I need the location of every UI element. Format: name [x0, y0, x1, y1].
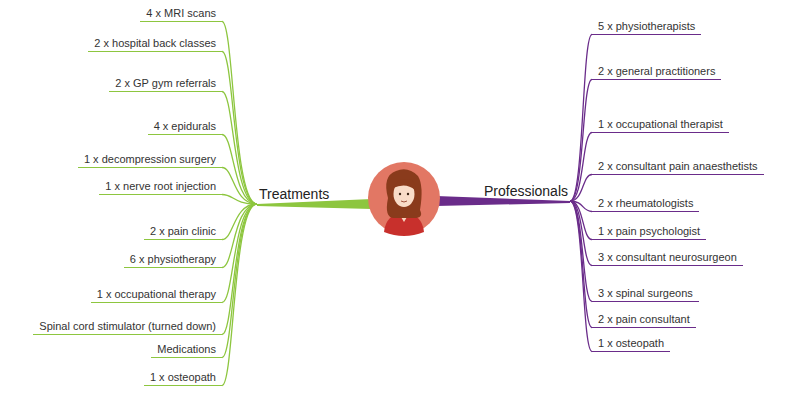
leaf-topic: 6 x physiotherapy [124, 252, 222, 268]
topic-text: 4 x epidurals [154, 120, 216, 132]
topic-text: Professionals [484, 183, 568, 199]
avatar-eye [407, 193, 409, 195]
topic-text: 1 x occupational therapy [97, 288, 216, 300]
topic-text: 3 x consultant neurosurgeon [598, 251, 737, 263]
leaf-topic: 2 x pain consultant [592, 312, 696, 328]
leaf-topic: 3 x consultant neurosurgeon [592, 250, 743, 266]
branch-connector [222, 92, 257, 205]
leaf-topic: 1 x osteopath [592, 336, 670, 352]
topic-text: 2 x GP gym referrals [115, 77, 216, 89]
topic-text: 2 x pain clinic [150, 225, 216, 237]
topic-text: 2 x general practitioners [598, 65, 715, 77]
branch-connector [222, 52, 257, 205]
branch-connector [222, 195, 257, 205]
branch-connector [222, 22, 257, 205]
avatar-mouth [401, 201, 407, 202]
topic-text: 2 x hospital back classes [94, 37, 216, 49]
branch-connector [222, 204, 257, 335]
topic-text: Treatments [259, 186, 329, 202]
branch-connector [570, 80, 592, 202]
leaf-topic: 4 x epidurals [148, 119, 222, 135]
topic-text: 1 x osteopath [598, 337, 664, 349]
topic-text: 1 x pain psychologist [598, 225, 700, 237]
branch-label: Professionals [482, 183, 570, 201]
leaf-topic: 1 x decompression surgery [78, 152, 222, 168]
leaf-topic: 1 x nerve root injection [99, 179, 222, 195]
branch-connector [222, 168, 257, 205]
leaf-topic: 1 x occupational therapy [91, 287, 222, 303]
leaf-topic: 1 x occupational therapist [592, 117, 729, 133]
topic-text: Medications [157, 343, 216, 355]
branch-connector [222, 135, 257, 205]
branch-connector [570, 35, 592, 202]
branch-connector [222, 204, 257, 386]
leaf-topic: 2 x pain clinic [144, 224, 222, 240]
leaf-topic: 2 x consultant pain anaesthetists [592, 159, 764, 175]
leaf-topic: 2 x hospital back classes [88, 36, 222, 52]
topic-text: 1 x occupational therapist [598, 118, 723, 130]
topic-text: Spinal cord stimulator (turned down) [39, 320, 216, 332]
topic-text: 2 x consultant pain anaesthetists [598, 160, 758, 172]
topic-text: 2 x pain consultant [598, 313, 690, 325]
branch-connector [570, 133, 592, 202]
leaf-topic: Spinal cord stimulator (turned down) [33, 319, 222, 335]
leaf-topic: 5 x physiotherapists [592, 19, 701, 35]
branch-label: Treatments [257, 186, 331, 204]
leaf-topic: 2 x GP gym referrals [109, 76, 222, 92]
topic-text: 1 x osteopath [150, 371, 216, 383]
topic-text: 3 x spinal surgeons [598, 287, 693, 299]
leaf-topic: 4 x MRI scans [140, 6, 222, 22]
topic-text: 5 x physiotherapists [598, 20, 695, 32]
leaf-topic: 1 x osteopath [144, 370, 222, 386]
topic-text: 6 x physiotherapy [130, 253, 216, 265]
branch-connector [570, 201, 592, 352]
avatar-fringe [393, 179, 415, 190]
branch-connector [222, 204, 257, 358]
leaf-topic: 1 x pain psychologist [592, 224, 706, 240]
leaf-topic: 2 x rheumatologists [592, 196, 699, 212]
leaf-topic: Medications [151, 342, 222, 358]
topic-text: 1 x nerve root injection [105, 180, 216, 192]
avatar-hair [386, 169, 421, 218]
topic-text: 2 x rheumatologists [598, 197, 693, 209]
topic-text: 4 x MRI scans [146, 7, 216, 19]
branch-connector [570, 175, 592, 202]
avatar-eye [399, 193, 401, 195]
leaf-topic: 2 x general practitioners [592, 64, 721, 80]
leaf-topic: 3 x spinal surgeons [592, 286, 699, 302]
topic-text: 1 x decompression surgery [84, 153, 216, 165]
